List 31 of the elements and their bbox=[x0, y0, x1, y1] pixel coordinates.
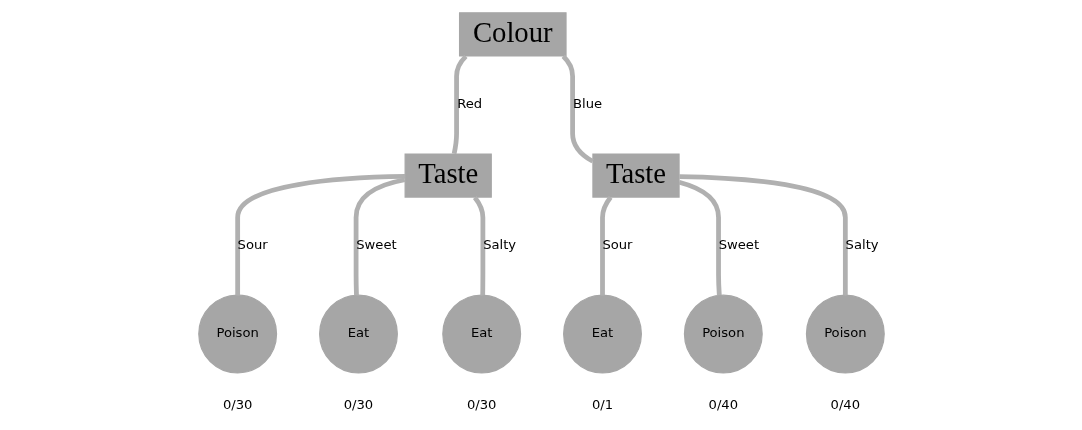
connector bbox=[472, 196, 485, 296]
connector bbox=[678, 174, 848, 296]
connector bbox=[234, 174, 405, 296]
node-label: 0/40 bbox=[708, 396, 738, 412]
node-label: 0/1 bbox=[591, 396, 613, 412]
node-circle: Eat bbox=[562, 294, 642, 374]
node-label: 0/30 bbox=[466, 396, 496, 412]
edge-label: Salty bbox=[845, 237, 879, 253]
node-box: Taste bbox=[404, 153, 492, 198]
node-circle: Poison bbox=[683, 294, 763, 374]
connector bbox=[451, 54, 468, 155]
node-circle: Eat bbox=[441, 294, 521, 374]
edge-label: Red bbox=[456, 96, 482, 112]
connector bbox=[353, 177, 405, 296]
node-box: Colour bbox=[458, 12, 567, 57]
node-label: 0/30 bbox=[222, 396, 252, 412]
edge-label: Sour bbox=[237, 237, 268, 253]
edge-label: Sweet bbox=[355, 237, 397, 253]
node-box: Taste bbox=[591, 153, 680, 198]
node-circle: Poison bbox=[805, 294, 885, 374]
edge-label: Blue bbox=[572, 96, 602, 112]
connector bbox=[561, 54, 594, 164]
connector bbox=[599, 195, 613, 296]
edge-label: Sour bbox=[601, 237, 633, 253]
edge-label: Salty bbox=[482, 237, 516, 253]
node-label: 0/30 bbox=[343, 396, 373, 412]
node-circle: Poison bbox=[197, 294, 277, 374]
node-circle: Eat bbox=[318, 294, 398, 374]
edge-label: Sweet bbox=[718, 237, 759, 253]
connector bbox=[678, 179, 722, 296]
node-label: 0/40 bbox=[830, 396, 860, 412]
